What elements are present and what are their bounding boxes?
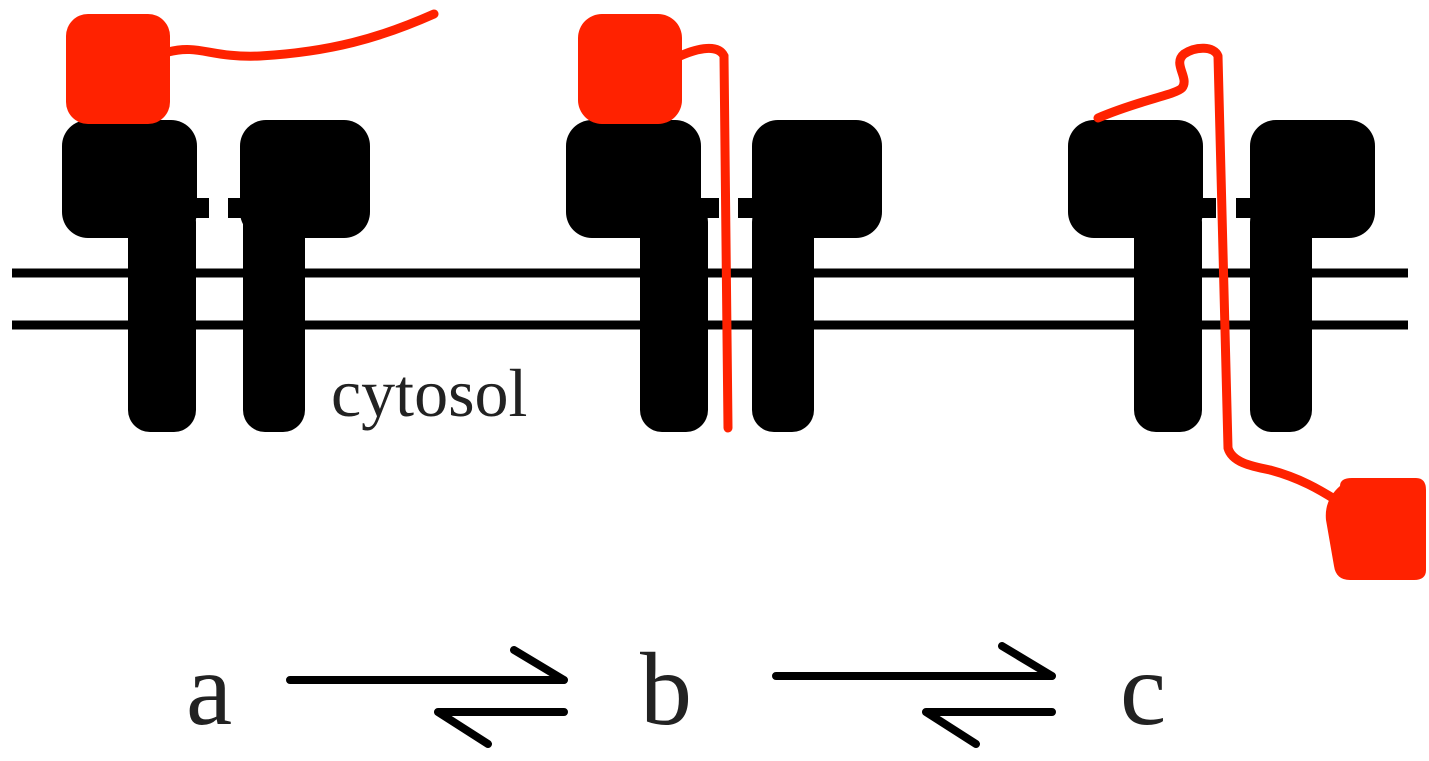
protein-b <box>578 14 733 433</box>
protein-b-domain <box>578 14 682 124</box>
protein-b-tail <box>675 44 733 433</box>
forward-harpoon-b-c <box>772 642 1056 680</box>
protein-a <box>66 9 439 124</box>
state-c-label: c <box>1120 632 1166 747</box>
channel-b <box>566 120 882 432</box>
state-b-label: b <box>640 632 692 747</box>
protein-c-domain <box>1325 478 1426 580</box>
channel-c <box>1068 120 1375 432</box>
cytosol-label: cytosol <box>331 355 527 431</box>
protein-a-tail <box>163 9 439 61</box>
protein-c-tail <box>1093 43 1341 505</box>
channel-a <box>62 120 370 432</box>
state-a-label: a <box>186 632 232 747</box>
protein-c <box>1093 43 1426 580</box>
equilibrium-arrow-b-c <box>772 642 1056 748</box>
channel-c-right-subunit <box>1236 120 1375 432</box>
reverse-harpoon-a-b <box>434 708 568 748</box>
channel-a-right-subunit <box>228 120 370 432</box>
channel-a-left-subunit <box>62 120 209 432</box>
forward-harpoon-a-b <box>286 646 568 684</box>
channel-c-left-subunit <box>1068 120 1216 432</box>
channel-b-left-subunit <box>566 120 719 432</box>
protein-a-domain <box>66 14 170 124</box>
equilibrium-arrow-a-b <box>286 646 568 748</box>
channel-b-right-subunit <box>738 120 882 432</box>
reverse-harpoon-b-c <box>922 708 1056 748</box>
